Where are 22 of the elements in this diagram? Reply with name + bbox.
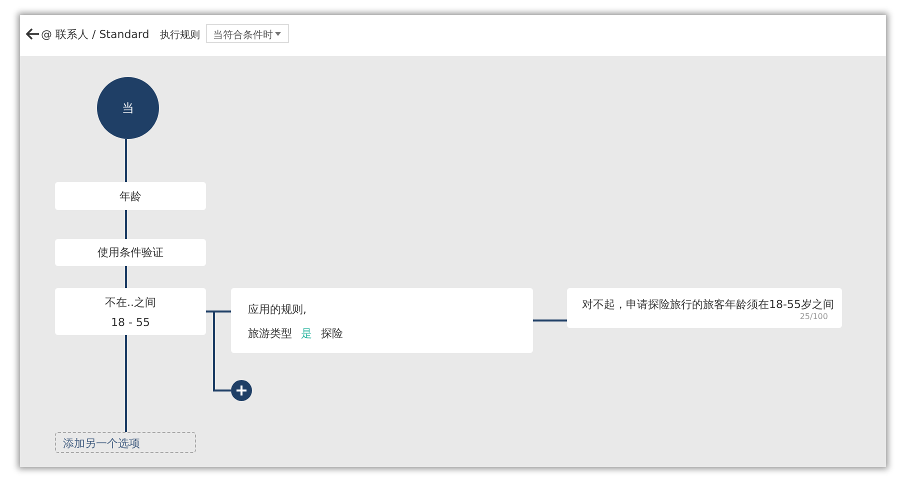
page-title: @ 联系人 / Standard [41, 27, 150, 42]
validation-box: 使用条件验证 [55, 239, 206, 266]
connector-line [125, 266, 127, 288]
condition-text: 不在..之间 [105, 294, 156, 310]
rule-text: 探险 [321, 327, 343, 340]
connector-line [125, 210, 127, 239]
rule-label: 执行规则 [160, 28, 200, 42]
range-text: 18 - 55 [111, 316, 150, 328]
connector-line [125, 335, 127, 432]
connector-line [533, 320, 567, 322]
message-box [567, 288, 842, 328]
condition-box [55, 288, 206, 335]
character-counter: 25/100 [800, 312, 828, 321]
message-text: 对不起，申请探险旅行的旅客年龄须在18-55岁之间 [582, 297, 834, 312]
rule-heading: 应用的规则, [248, 302, 306, 317]
connector-line [206, 310, 231, 392]
operator-text: 是 [301, 327, 312, 340]
connector-line [125, 139, 127, 182]
condition-dropdown: 当符合条件时 [206, 24, 289, 43]
add-option-box: 添加另一个选项 [55, 432, 196, 453]
rule-text: 旅游类型 [248, 327, 292, 340]
field-box: 年龄 [55, 182, 206, 210]
